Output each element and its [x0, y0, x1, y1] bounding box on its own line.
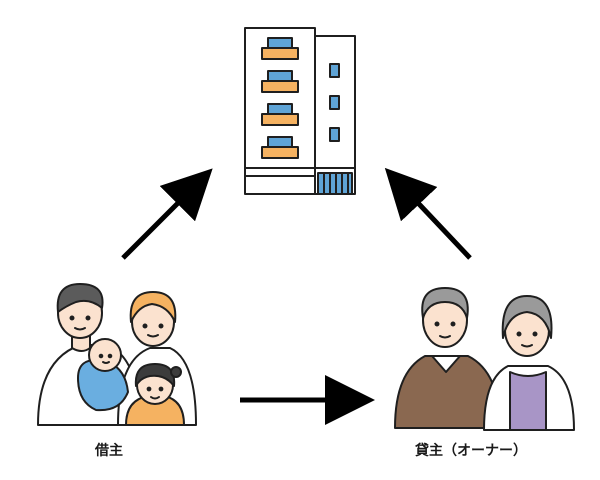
- family-illustration: [37, 283, 197, 426]
- apartment-building-icon: [244, 27, 356, 195]
- balcony-row-1: [261, 37, 299, 60]
- arrow-lender-to-building: [384, 167, 472, 260]
- old-man-figure: [394, 287, 501, 429]
- elderly-couple-illustration: [394, 287, 575, 431]
- balcony-row-2: [261, 70, 299, 93]
- entrance-door: [317, 172, 353, 195]
- baby-figure: [77, 338, 129, 412]
- girl-figure: [125, 363, 185, 426]
- borrower-label: 借主: [95, 443, 123, 459]
- arrow-borrower-to-building: [121, 168, 213, 260]
- balcony-row-4: [261, 136, 299, 159]
- balcony-row-3: [261, 103, 299, 126]
- lender-owner-label: 貸主（オーナー）: [415, 443, 527, 459]
- old-woman-figure: [483, 295, 575, 431]
